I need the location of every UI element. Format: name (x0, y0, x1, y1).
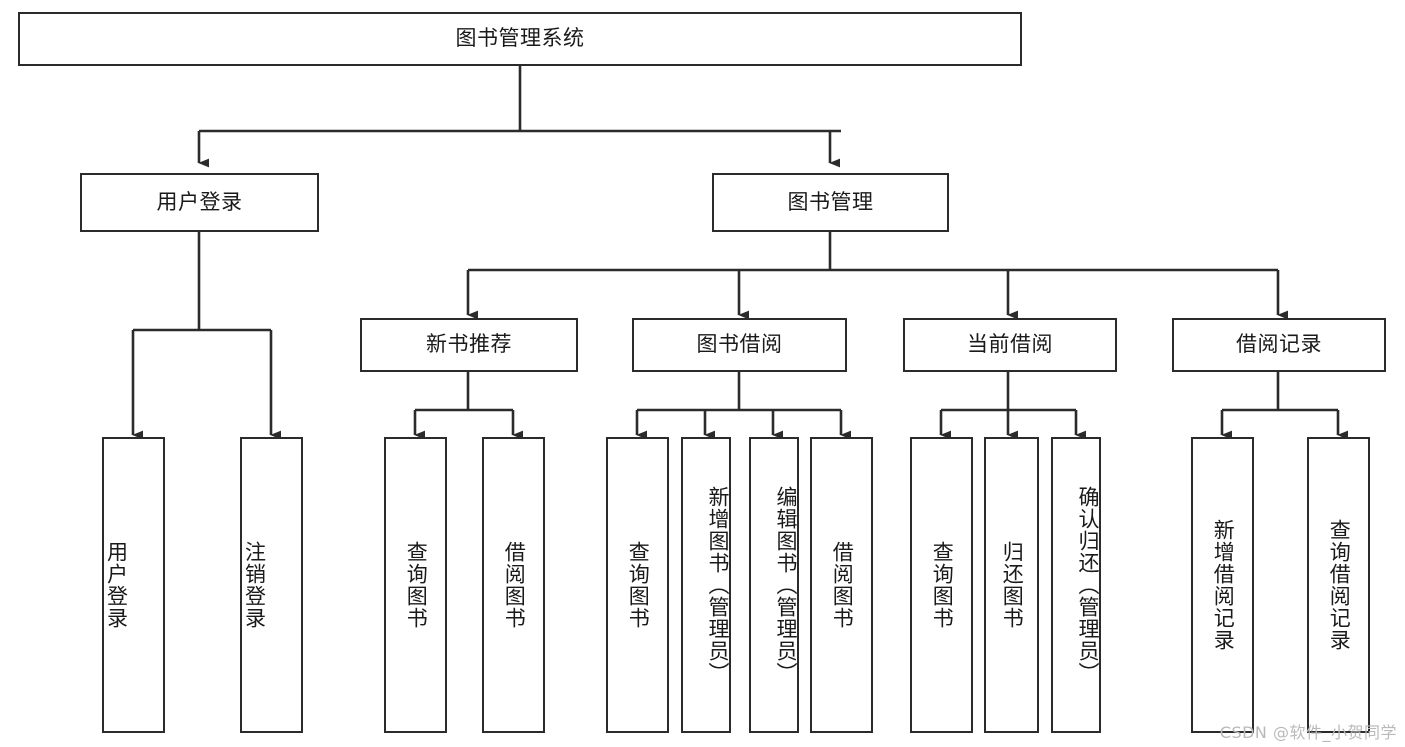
node-label: 当前借阅 (967, 332, 1053, 357)
node-label: 新书推荐 (426, 332, 512, 357)
node-label: 借阅图书 (830, 541, 855, 629)
node-label: 借阅图书 (502, 541, 527, 629)
leaf-new-book-borrow-books[interactable]: 借阅图书 (482, 437, 545, 733)
node-label: 借阅记录 (1236, 332, 1322, 357)
node-book-borrowing[interactable]: 图书借阅 (632, 318, 847, 372)
leaf-current-borrow-confirm-return-admin[interactable]: 确认归还（管理员） (1051, 437, 1101, 733)
node-label: 图书借阅 (696, 332, 783, 357)
node-current-borrowing[interactable]: 当前借阅 (903, 318, 1117, 372)
node-label: 用户登录 (156, 189, 243, 214)
node-label: 查询图书 (626, 541, 651, 629)
leaf-user-login-logout[interactable]: 注销登录 (240, 437, 303, 733)
leaf-user-login-login[interactable]: 用户登录 (102, 437, 165, 733)
leaf-new-book-query-books[interactable]: 查询图书 (384, 437, 447, 733)
leaf-borrow-records-query-record[interactable]: 查询借阅记录 (1307, 437, 1370, 733)
node-label: 新增图书（管理员） (706, 486, 730, 684)
node-label: 用户登录 (104, 541, 129, 629)
leaf-book-borrow-edit-book-admin[interactable]: 编辑图书（管理员） (749, 437, 799, 733)
node-new-book-recommendation[interactable]: 新书推荐 (360, 318, 578, 372)
leaf-book-borrow-add-book-admin[interactable]: 新增图书（管理员） (681, 437, 731, 733)
leaf-current-borrow-return-books[interactable]: 归还图书 (984, 437, 1039, 733)
node-label: 查询图书 (930, 541, 955, 629)
leaf-borrow-records-add-record[interactable]: 新增借阅记录 (1191, 437, 1254, 733)
node-root-book-management-system[interactable]: 图书管理系统 (18, 12, 1022, 66)
watermark-text: CSDN @软件_小贺同学 (1219, 723, 1397, 742)
node-label: 归还图书 (1000, 541, 1025, 629)
node-label: 注销登录 (242, 541, 267, 629)
node-borrow-records[interactable]: 借阅记录 (1172, 318, 1386, 372)
leaf-current-borrow-query-books[interactable]: 查询图书 (910, 437, 973, 733)
node-book-management[interactable]: 图书管理 (712, 173, 949, 232)
leaf-book-borrow-borrow-books[interactable]: 借阅图书 (810, 437, 873, 733)
node-label: 查询图书 (404, 541, 429, 629)
node-label: 图书管理 (787, 189, 874, 214)
node-label: 图书管理系统 (455, 26, 585, 51)
node-user-login[interactable]: 用户登录 (80, 173, 319, 232)
node-label: 编辑图书（管理员） (774, 486, 798, 684)
node-label: 新增借阅记录 (1211, 519, 1236, 651)
leaf-book-borrow-query-books[interactable]: 查询图书 (606, 437, 669, 733)
node-label: 查询借阅记录 (1327, 519, 1352, 651)
node-label: 确认归还（管理员） (1076, 486, 1100, 684)
